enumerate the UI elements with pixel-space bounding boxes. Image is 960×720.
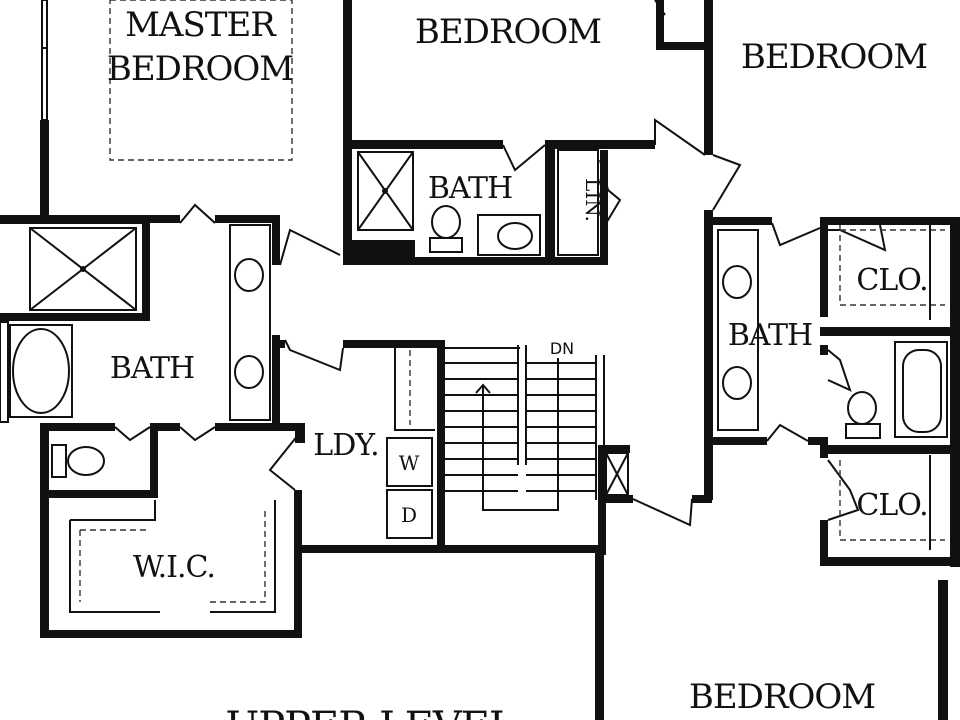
label-master-line1: MASTER <box>125 5 277 45</box>
linen-closet <box>557 149 599 256</box>
wic-shelves <box>69 500 276 613</box>
label-bedroom-top: BEDROOM <box>415 12 601 52</box>
right-toilet <box>845 391 881 439</box>
hall-toilet <box>429 205 463 253</box>
hall-sink <box>477 214 541 256</box>
stair-closet <box>605 452 629 496</box>
label-linen: LIN. <box>581 178 605 222</box>
right-tub <box>894 341 948 438</box>
label-stairs-dn: DN <box>550 339 574 358</box>
master-shower <box>29 227 137 311</box>
label-bath-master: BATH <box>110 351 194 386</box>
label-bedroom-right: BEDROOM <box>741 37 927 77</box>
label-wic: W.I.C. <box>133 550 215 585</box>
laundry-appliances <box>386 348 435 539</box>
fixtures <box>9 0 948 613</box>
label-closet-top: CLO. <box>856 263 927 298</box>
label-bedroom-bottom: BEDROOM <box>689 677 875 717</box>
master-toilet <box>51 444 105 478</box>
label-washer: W <box>399 451 420 475</box>
room-labels: MASTER BEDROOM BEDROOM BEDROOM BATH BATH… <box>107 5 929 720</box>
master-vanity <box>229 224 271 421</box>
right-vanity <box>717 229 759 431</box>
label-laundry: LDY. <box>313 428 378 463</box>
label-closet-bottom: CLO. <box>856 488 927 523</box>
label-master-line2: BEDROOM <box>107 49 293 89</box>
label-bath-right: BATH <box>728 318 812 353</box>
doors <box>114 0 887 527</box>
master-tub <box>9 324 73 418</box>
label-dryer: D <box>401 503 417 527</box>
master-bed-outline <box>109 0 293 161</box>
hall-shower <box>357 151 414 231</box>
label-bath-hall: BATH <box>428 171 512 206</box>
staircase <box>445 345 605 511</box>
plan-title: UPPER LEVEL <box>226 704 515 720</box>
